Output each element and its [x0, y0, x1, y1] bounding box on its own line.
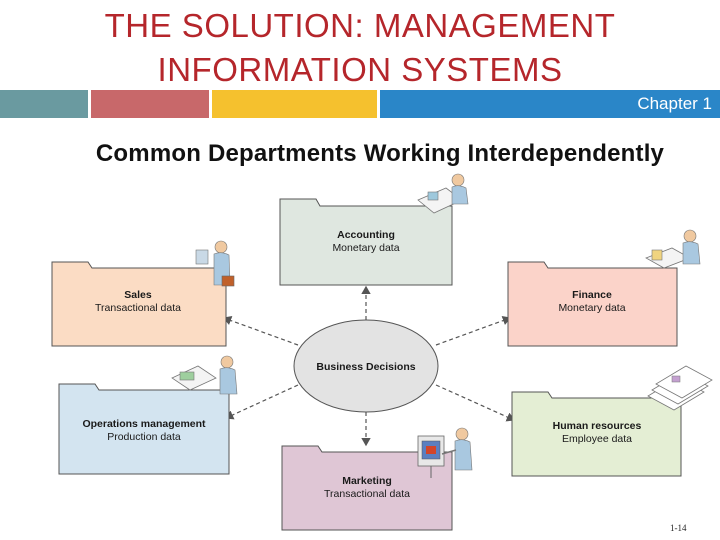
sales-name: Sales	[124, 289, 152, 301]
title-line-2: INFORMATION SYSTEMS	[157, 51, 563, 88]
slide-title: THE SOLUTION: MANAGEMENT INFORMATION SYS…	[0, 4, 720, 92]
header-band-blue	[380, 90, 720, 118]
folder-operations: Operations management Production data	[58, 383, 230, 475]
chapter-label: Chapter 1	[637, 94, 712, 113]
connector-sales	[222, 315, 299, 346]
marketing-presenter-icon	[417, 427, 473, 478]
diagram-subtitle: Common Departments Working Interdependen…	[95, 140, 665, 167]
folder-finance: Finance Monetary data	[507, 261, 678, 347]
finance-name: Finance	[572, 289, 612, 301]
header-band-teal	[0, 90, 88, 118]
hr-name: Human resources	[553, 420, 642, 432]
operations-worker-icon	[171, 355, 238, 395]
hr-data: Employee data	[562, 433, 632, 445]
sales-data: Transactional data	[95, 302, 181, 314]
marketing-name: Marketing	[342, 475, 392, 487]
connector-operations	[224, 384, 299, 420]
folder-accounting: Accounting Monetary data	[279, 198, 453, 286]
header-band-yellow	[212, 90, 377, 118]
header-band-red	[91, 90, 209, 118]
folder-accounting-shape	[279, 198, 453, 286]
slide-number: 1-14	[670, 523, 687, 533]
connector-hr	[435, 384, 516, 422]
center-node: Business Decisions	[293, 319, 439, 413]
folder-hr: Human resources Employee data	[511, 391, 682, 477]
center-ellipse	[293, 319, 439, 413]
center-label: Business Decisions	[316, 361, 415, 373]
title-line-1: THE SOLUTION: MANAGEMENT	[104, 7, 616, 44]
accounting-worker-icon	[417, 173, 469, 214]
finance-worker-icon	[645, 229, 701, 269]
accounting-data: Monetary data	[332, 242, 399, 254]
folder-sales: Sales Transactional data	[51, 261, 227, 347]
operations-data: Production data	[107, 431, 181, 443]
sales-worker-icon	[195, 240, 235, 287]
accounting-name: Accounting	[337, 229, 395, 241]
folder-finance-shape	[507, 261, 678, 347]
connector-finance	[435, 315, 512, 346]
hr-documents-icon	[647, 365, 713, 411]
folder-marketing-shape	[281, 445, 453, 531]
folder-marketing: Marketing Transactional data	[281, 445, 453, 531]
finance-data: Monetary data	[558, 302, 625, 314]
operations-name: Operations management	[82, 418, 206, 430]
marketing-data: Transactional data	[324, 488, 410, 500]
